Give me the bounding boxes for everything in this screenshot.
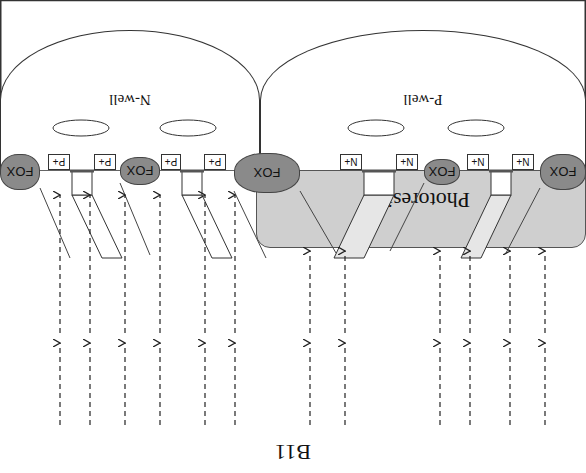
region-label: Photoresist xyxy=(372,187,470,213)
junction-outline xyxy=(348,120,404,136)
gate-extrusion xyxy=(461,195,511,258)
doped-region-label: N+ xyxy=(396,154,418,170)
region-label: P-well xyxy=(403,91,442,108)
polysilicon-gate xyxy=(182,171,202,195)
n-well-region: N-well xyxy=(0,30,260,170)
ion-beam-arrow xyxy=(89,195,90,333)
doped-region-label: P+ xyxy=(94,154,116,170)
ion-beam-arrow xyxy=(544,251,545,333)
gate-oxide xyxy=(489,170,513,173)
junction-outline xyxy=(160,120,216,136)
field-oxide: FOX xyxy=(540,154,586,190)
field-oxide: FOX xyxy=(0,154,40,190)
ion-beam-arrow xyxy=(439,343,440,425)
ion-beam-arrow xyxy=(204,195,205,333)
doped-region-label: P+ xyxy=(48,154,70,170)
perspective-line xyxy=(506,188,540,253)
gate-extrusion xyxy=(182,195,232,258)
doped-region-label: N+ xyxy=(340,154,362,170)
polysilicon-gate xyxy=(72,171,92,195)
gate-extrusion xyxy=(334,195,394,258)
doped-region-label: N+ xyxy=(512,154,534,170)
polysilicon-gate xyxy=(364,171,394,195)
ion-beam-arrow xyxy=(124,195,125,333)
ion-beam-arrow xyxy=(309,343,310,425)
gate-extrusion xyxy=(72,195,122,258)
gate-oxide xyxy=(362,170,396,173)
ion-beam-arrow xyxy=(159,343,160,425)
ion-beam-arrow xyxy=(509,343,510,425)
region-label: FOX xyxy=(7,165,34,180)
perspective-line xyxy=(234,191,266,258)
ion-beam-arrow xyxy=(234,195,235,333)
substrate-outline xyxy=(1,1,586,171)
perspective-line xyxy=(390,183,424,251)
ion-beam-arrow xyxy=(469,251,470,333)
perspective-line xyxy=(120,183,150,255)
ion-beam-arrow xyxy=(509,251,510,333)
field-oxide: FOX xyxy=(424,159,460,185)
gate-oxide xyxy=(180,170,204,173)
region-label: FOX xyxy=(550,165,577,180)
implant-species: B11 xyxy=(243,439,343,465)
perspective-line xyxy=(40,188,70,258)
region-label: FOX xyxy=(254,166,281,181)
ion-beam-arrow xyxy=(124,343,125,425)
ion-beam-arrow xyxy=(204,343,205,425)
field-oxide: FOX xyxy=(234,153,300,193)
p-well-region: P-well xyxy=(260,30,586,170)
photoresist-layer: Photoresist xyxy=(256,170,586,248)
ion-beam-arrow xyxy=(469,343,470,425)
ion-beam-arrow xyxy=(344,343,345,425)
doped-region-label: P+ xyxy=(204,154,226,170)
ion-beam-arrow xyxy=(159,195,160,333)
ion-beam-arrow xyxy=(439,251,440,333)
gate-oxide xyxy=(70,170,94,173)
junction-outline xyxy=(448,120,504,136)
region-label: N-well xyxy=(109,91,151,108)
perspective-line xyxy=(300,191,336,253)
junction-outline xyxy=(53,120,109,136)
field-oxide: FOX xyxy=(120,157,160,185)
ion-beam-arrow xyxy=(344,251,345,333)
ion-beam-arrow xyxy=(59,195,60,333)
ion-beam-arrow xyxy=(234,343,235,425)
region-label: FOX xyxy=(429,165,456,180)
polysilicon-gate xyxy=(491,171,511,195)
doped-region-label: N+ xyxy=(467,154,489,170)
ion-beam-arrow xyxy=(89,343,90,425)
region-label: FOX xyxy=(127,164,154,179)
doped-region-label: P+ xyxy=(161,154,181,170)
ion-beam-arrow xyxy=(544,343,545,425)
ion-beam-arrow xyxy=(309,251,310,333)
ion-beam-arrow xyxy=(59,343,60,425)
